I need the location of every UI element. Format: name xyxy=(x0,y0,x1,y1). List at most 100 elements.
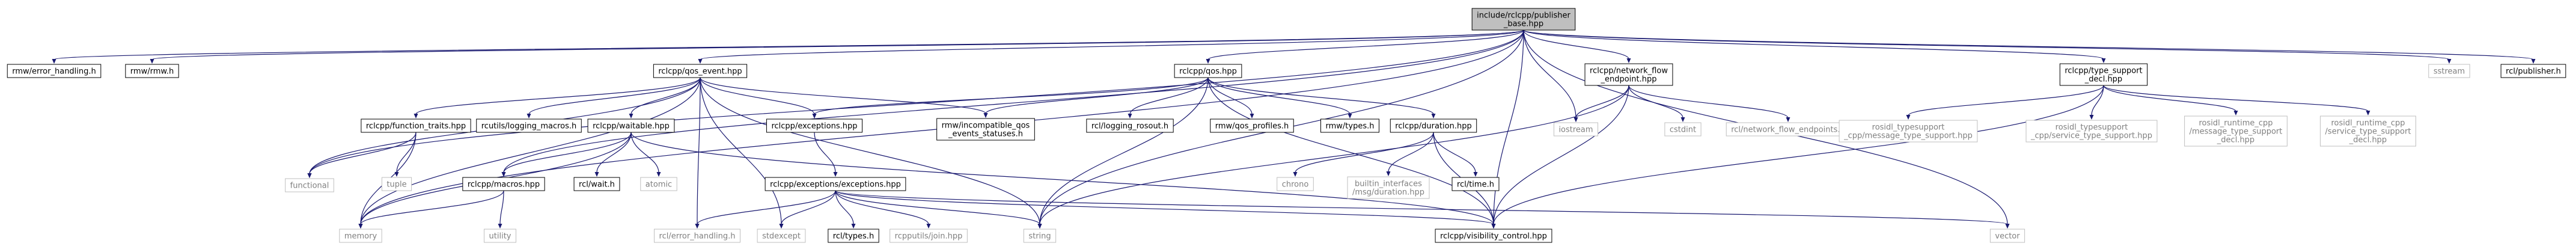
edge-line xyxy=(1523,29,1576,118)
node-qos-profiles[interactable]: rmw/qos_profiles.h xyxy=(1210,118,1294,133)
node-waitable[interactable]: rclcpp/waitable.hpp xyxy=(587,118,675,133)
edge-arrowhead xyxy=(394,172,399,177)
node-rt-msg-type-support: rosidl_runtime_cpp/message_type_support_… xyxy=(2184,115,2288,147)
node-macros[interactable]: rclcpp/macros.hpp xyxy=(462,177,545,191)
node-label: rclcpp/network_flow xyxy=(1590,67,1668,76)
node-label: /msg/duration.hpp xyxy=(1352,188,1424,197)
node-label: _decl.hpp xyxy=(2349,136,2387,145)
edge-arrowhead xyxy=(414,114,418,118)
edge-publisher_base-to-iostream xyxy=(1523,29,1578,122)
node-label: utility xyxy=(489,232,511,241)
edge-publisher_base-to-rcl_publisher xyxy=(1523,29,2536,64)
node-exceptions-exceptions[interactable]: rclcpp/exceptions/exceptions.hpp xyxy=(765,177,906,191)
node-label: atomic xyxy=(646,180,672,189)
edge-line xyxy=(309,132,417,174)
edge-line xyxy=(835,190,1040,225)
node-rmw-rmw[interactable]: rmw/rmw.h xyxy=(125,64,179,78)
edge-arrowhead xyxy=(498,224,502,229)
edge-arrowhead xyxy=(526,114,531,118)
edge-line xyxy=(1493,85,2104,225)
node-box xyxy=(936,118,1035,141)
edge-arrowhead xyxy=(150,59,154,64)
node-label: rosidl_runtime_cpp xyxy=(2199,119,2272,128)
edge-arrowhead xyxy=(1473,172,1478,177)
node-rcl-time[interactable]: rcl/time.h xyxy=(1451,177,1500,191)
node-box xyxy=(476,118,582,133)
edge-arrowhead xyxy=(1431,114,1436,118)
node-label: iostream xyxy=(1558,126,1593,135)
edge-network_flow-to-cstdint xyxy=(1628,85,1685,122)
edge-qos_event-to-string xyxy=(700,77,1042,229)
edge-arrowhead xyxy=(779,224,784,229)
node-rcl-publisher[interactable]: rcl/publisher.h xyxy=(2500,64,2566,78)
edge-arrowhead xyxy=(358,224,363,229)
node-box xyxy=(2184,115,2288,147)
edge-exceptions-to-exceptions_exceptions xyxy=(814,132,838,177)
edge-line xyxy=(596,132,632,173)
edge-line xyxy=(1039,77,1209,225)
edge-arrowhead xyxy=(1348,114,1352,118)
node-box xyxy=(462,177,545,191)
node-label: rclcpp/exceptions.hpp xyxy=(771,122,857,131)
node-label: memory xyxy=(344,232,377,241)
node-box xyxy=(381,177,412,191)
node-box xyxy=(1320,118,1379,133)
edge-line xyxy=(700,77,782,225)
node-label: /service_type_support xyxy=(2325,128,2411,137)
edge-arrowhead xyxy=(695,224,700,229)
node-box xyxy=(2059,63,2148,86)
edge-duration-to-chrono xyxy=(1293,132,1434,177)
edge-arrowhead xyxy=(629,114,633,118)
node-logging-macros[interactable]: rcutils/logging_macros.h xyxy=(476,118,582,133)
edge-line xyxy=(630,132,659,173)
edge-macros-to-memory xyxy=(358,190,504,229)
edge-line xyxy=(1207,77,1434,115)
node-functional: functional xyxy=(285,178,334,192)
edge-line xyxy=(1207,77,1494,225)
node-duration[interactable]: rclcpp/duration.hpp xyxy=(1390,118,1477,133)
node-rcl-types[interactable]: rcl/types.h xyxy=(828,229,879,243)
edge-line xyxy=(1523,29,1629,60)
edge-qos-to-exceptions xyxy=(812,77,1209,118)
edge-arrowhead xyxy=(1293,172,1298,177)
edge-arrowhead xyxy=(2366,111,2370,115)
edge-line xyxy=(151,29,1524,60)
node-rmw-error-handling[interactable]: rmw/error_handling.h xyxy=(7,64,102,78)
node-label: rclcpp/function_traits.hpp xyxy=(366,122,466,131)
node-exceptions[interactable]: rclcpp/exceptions.hpp xyxy=(766,118,863,133)
node-rcpputils-join: rcpputils/join.hpp xyxy=(890,229,968,243)
edge-line xyxy=(503,29,1524,173)
edge-line xyxy=(1523,29,2104,60)
node-box xyxy=(654,229,740,243)
node-rmw-types[interactable]: rmw/types.h xyxy=(1320,118,1379,133)
edge-line xyxy=(835,190,854,225)
node-label: rcl/error_handling.h xyxy=(659,232,736,241)
node-qos[interactable]: rclcpp/qos.hpp xyxy=(1174,64,1242,78)
edge-qos_event-to-function_traits xyxy=(414,77,701,118)
node-box xyxy=(1553,122,1599,137)
node-logging-rosout[interactable]: rcl/logging_rosout.h xyxy=(1086,118,1174,133)
node-type-support[interactable]: rclcpp/type_support_decl.hpp xyxy=(2059,63,2148,86)
edge-qos-to-rmw_types xyxy=(1207,77,1352,118)
node-visibility-control[interactable]: rclcpp/visibility_control.hpp xyxy=(1435,229,1552,243)
edge-arrowhead xyxy=(52,59,56,64)
edge-arrowhead xyxy=(698,59,703,64)
node-label: rmw/rmw.h xyxy=(130,67,174,76)
node-srv-type-support: rosidl_typesupport_cpp/service_type_supp… xyxy=(2025,120,2158,143)
node-label: builtin_interfaces xyxy=(1355,180,1422,189)
node-box xyxy=(1839,120,1978,143)
node-box xyxy=(766,118,863,133)
edge-arrowhead xyxy=(2005,224,2010,229)
edge-waitable-to-macros xyxy=(501,132,632,177)
node-memory: memory xyxy=(339,229,382,243)
node-incompatible-qos[interactable]: rmw/incompatible_qos_events_statuses.h xyxy=(936,118,1035,141)
node-label: rmw/incompatible_qos xyxy=(942,121,1030,131)
edge-publisher_base-to-qos_event xyxy=(698,29,1524,64)
node-network-flow[interactable]: rclcpp/network_flow_endpoint.hpp xyxy=(1584,63,1673,86)
edge-line xyxy=(1433,132,1476,173)
node-qos-event[interactable]: rclcpp/qos_event.hpp xyxy=(653,64,748,78)
node-function-traits[interactable]: rclcpp/function_traits.hpp xyxy=(361,118,471,133)
node-publisher-base[interactable]: include/rclcpp/publisher_base.hpp xyxy=(1471,8,1576,31)
edge-publisher_base-to-rmw_rmw xyxy=(150,29,1524,64)
node-rcl-wait[interactable]: rcl/wait.h xyxy=(573,177,620,191)
